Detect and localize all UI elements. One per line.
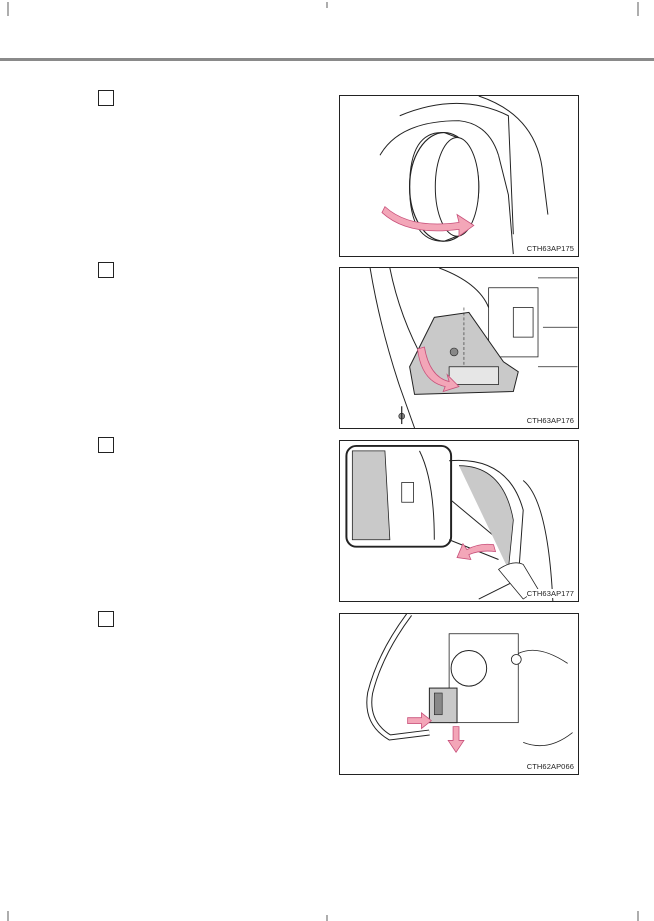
figure-code: CTH62AP066 xyxy=(526,762,574,771)
header-rule xyxy=(0,58,654,61)
step-1-box xyxy=(98,90,114,106)
step-2-box xyxy=(98,262,114,278)
cover-illustration xyxy=(369,268,578,428)
figure-turn-wheel: CTH63AP175 xyxy=(339,95,579,257)
connector-illustration xyxy=(345,444,554,601)
figure-code: CTH63AP177 xyxy=(526,589,574,598)
figure-code: CTH63AP175 xyxy=(526,244,574,253)
figure-code: CTH63AP176 xyxy=(526,416,574,425)
step-3-box xyxy=(98,437,114,453)
figure-disconnect-connector: CTH62AP066 xyxy=(339,613,579,775)
wheel-illustration xyxy=(379,96,549,255)
crop-mark-top-left xyxy=(0,0,654,20)
crop-mark-bottom xyxy=(0,905,654,921)
disconnect-illustration xyxy=(366,614,573,753)
figure-remove-cover: CTH63AP176 xyxy=(339,267,579,429)
step-4-box xyxy=(98,611,114,627)
figure-reach-connector: CTH63AP177 xyxy=(339,440,579,602)
